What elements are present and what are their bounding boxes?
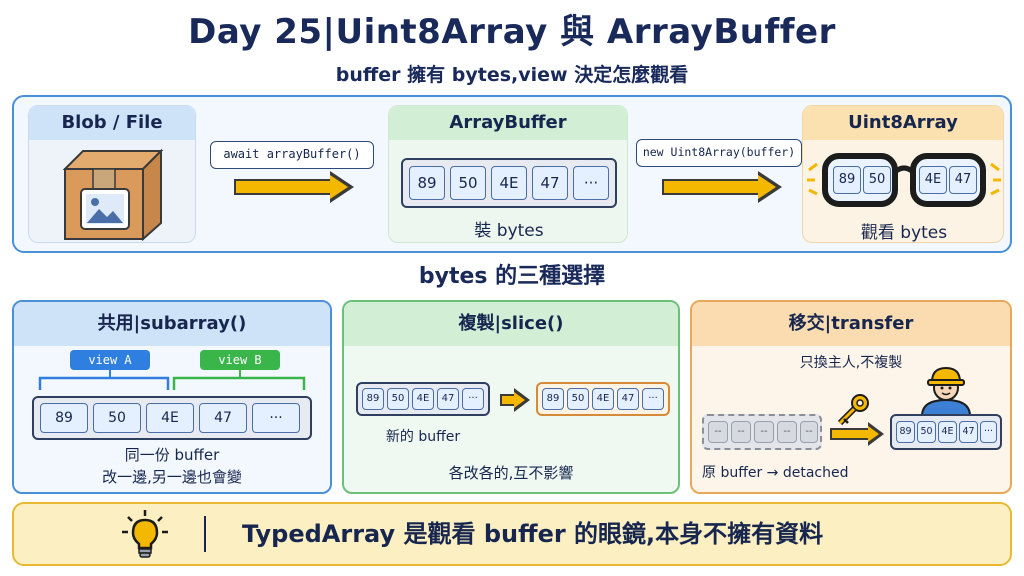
transfer-card-title: 移交|transfer [692, 302, 1010, 346]
byte-cell: 4E [491, 166, 527, 200]
page-title: Day 25|Uint8Array 與 ArrayBuffer [188, 12, 836, 52]
copy-caption: 各改各的,互不影響 [448, 464, 574, 482]
section-title: bytes 的三種選擇 [418, 264, 606, 289]
share-card: 共用|subarray() view A view B 89 50 4E 47 … [12, 300, 332, 494]
uint8array-label: Uint8Array [803, 106, 1003, 140]
copy-card-title: 複製|slice() [344, 302, 678, 346]
step1-code-label: await arrayBuffer() [210, 141, 374, 169]
transfer-subtitle: 只換主人,不複製 [799, 355, 903, 371]
byte-cell: 89 [362, 388, 384, 410]
step2-arrow [662, 179, 758, 195]
box-with-image-icon [62, 148, 164, 241]
worker-avatar-icon [920, 366, 972, 416]
transfer-caption: 原 buffer → detached [702, 465, 849, 481]
byte-cell: 50 [93, 403, 141, 433]
share-card-title: 共用|subarray() [14, 302, 330, 346]
step1-arrow [234, 179, 330, 195]
transfer-old-row: -- -- -- -- -- [702, 414, 822, 450]
share-caption-1: 同一份 buffer [124, 446, 220, 464]
lightbulb-icon [122, 510, 168, 558]
byte-cell: 89 [409, 166, 445, 200]
byte-cell: 47 [199, 403, 247, 433]
transfer-card: 移交|transfer 只換主人,不複製 -- -- -- -- -- 89 5… [690, 300, 1012, 494]
byte-cell: 47 [437, 388, 459, 410]
step2-code-label: new Uint8Array(buffer) [636, 139, 802, 167]
lens-byte-cell: 89 [833, 166, 861, 194]
arraybuffer-stage: ArrayBuffer 89 50 4E 47 ··· 裝 bytes [388, 105, 628, 243]
blob-label: Blob / File [29, 106, 195, 140]
byte-cell: ··· [642, 388, 664, 410]
byte-cell: -- [731, 421, 751, 443]
byte-cell: 50 [917, 421, 936, 443]
copy-source-row: 89 50 4E 47 ··· [356, 382, 490, 416]
byte-cell: 47 [959, 421, 978, 443]
byte-cell: 50 [387, 388, 409, 410]
copy-new-row: 89 50 4E 47 ··· [536, 382, 670, 416]
byte-cell: ··· [980, 421, 997, 443]
byte-cell: 4E [592, 388, 614, 410]
page-subtitle: buffer 擁有 bytes,view 決定怎麼觀看 [335, 64, 689, 86]
byte-cell: 89 [896, 421, 915, 443]
byte-cell: -- [754, 421, 774, 443]
byte-cell: 50 [450, 166, 486, 200]
flow-panel: Blob / File await arrayBuffer() ArrayBuf… [12, 95, 1012, 253]
view-b-tag: view B [200, 350, 280, 370]
byte-cell: 47 [532, 166, 568, 200]
byte-cell: 4E [412, 388, 434, 410]
byte-cell: 89 [40, 403, 88, 433]
arraybuffer-caption: 裝 bytes [474, 221, 544, 241]
view-a-tag: view A [70, 350, 150, 370]
uint8array-stage: Uint8Array 89 50 4E 47 觀看 bytes [802, 105, 1004, 243]
blob-stage: Blob / File [28, 105, 196, 243]
key-icon [837, 394, 869, 426]
arraybuffer-label: ArrayBuffer [389, 106, 627, 140]
byte-cell: 47 [617, 388, 639, 410]
byte-cell: 4E [938, 421, 957, 443]
uint8array-caption: 觀看 bytes [860, 223, 948, 243]
byte-cell: 4E [146, 403, 194, 433]
byte-cell: ··· [252, 403, 300, 433]
copy-card: 複製|slice() 89 50 4E 47 ··· 新的 buffer 89 … [342, 300, 680, 494]
lens-byte-cell: 47 [949, 166, 977, 194]
transfer-new-row: 89 50 4E 47 ··· [890, 414, 1002, 450]
byte-cell: -- [708, 421, 728, 443]
arraybuffer-byte-row: 89 50 4E 47 ··· [401, 158, 617, 208]
copy-source-caption: 新的 buffer [385, 429, 461, 445]
share-byte-row: 89 50 4E 47 ··· [32, 396, 312, 440]
tip-divider [204, 516, 206, 552]
copy-arrow [500, 394, 514, 406]
lens-byte-cell: 50 [863, 166, 891, 194]
byte-cell: -- [777, 421, 797, 443]
tip-banner: TypedArray 是觀看 buffer 的眼鏡,本身不擁有資料 [12, 502, 1012, 566]
view-brackets [38, 370, 306, 390]
byte-cell: ··· [573, 166, 609, 200]
byte-cell: -- [800, 421, 818, 443]
byte-cell: ··· [462, 388, 484, 410]
lens-byte-cell: 4E [919, 166, 947, 194]
byte-cell: 89 [542, 388, 564, 410]
byte-cell: 50 [567, 388, 589, 410]
share-caption-2: 改一邊,另一邊也會變 [102, 468, 242, 486]
tip-text: TypedArray 是觀看 buffer 的眼鏡,本身不擁有資料 [242, 520, 824, 548]
transfer-arrow [830, 428, 868, 440]
